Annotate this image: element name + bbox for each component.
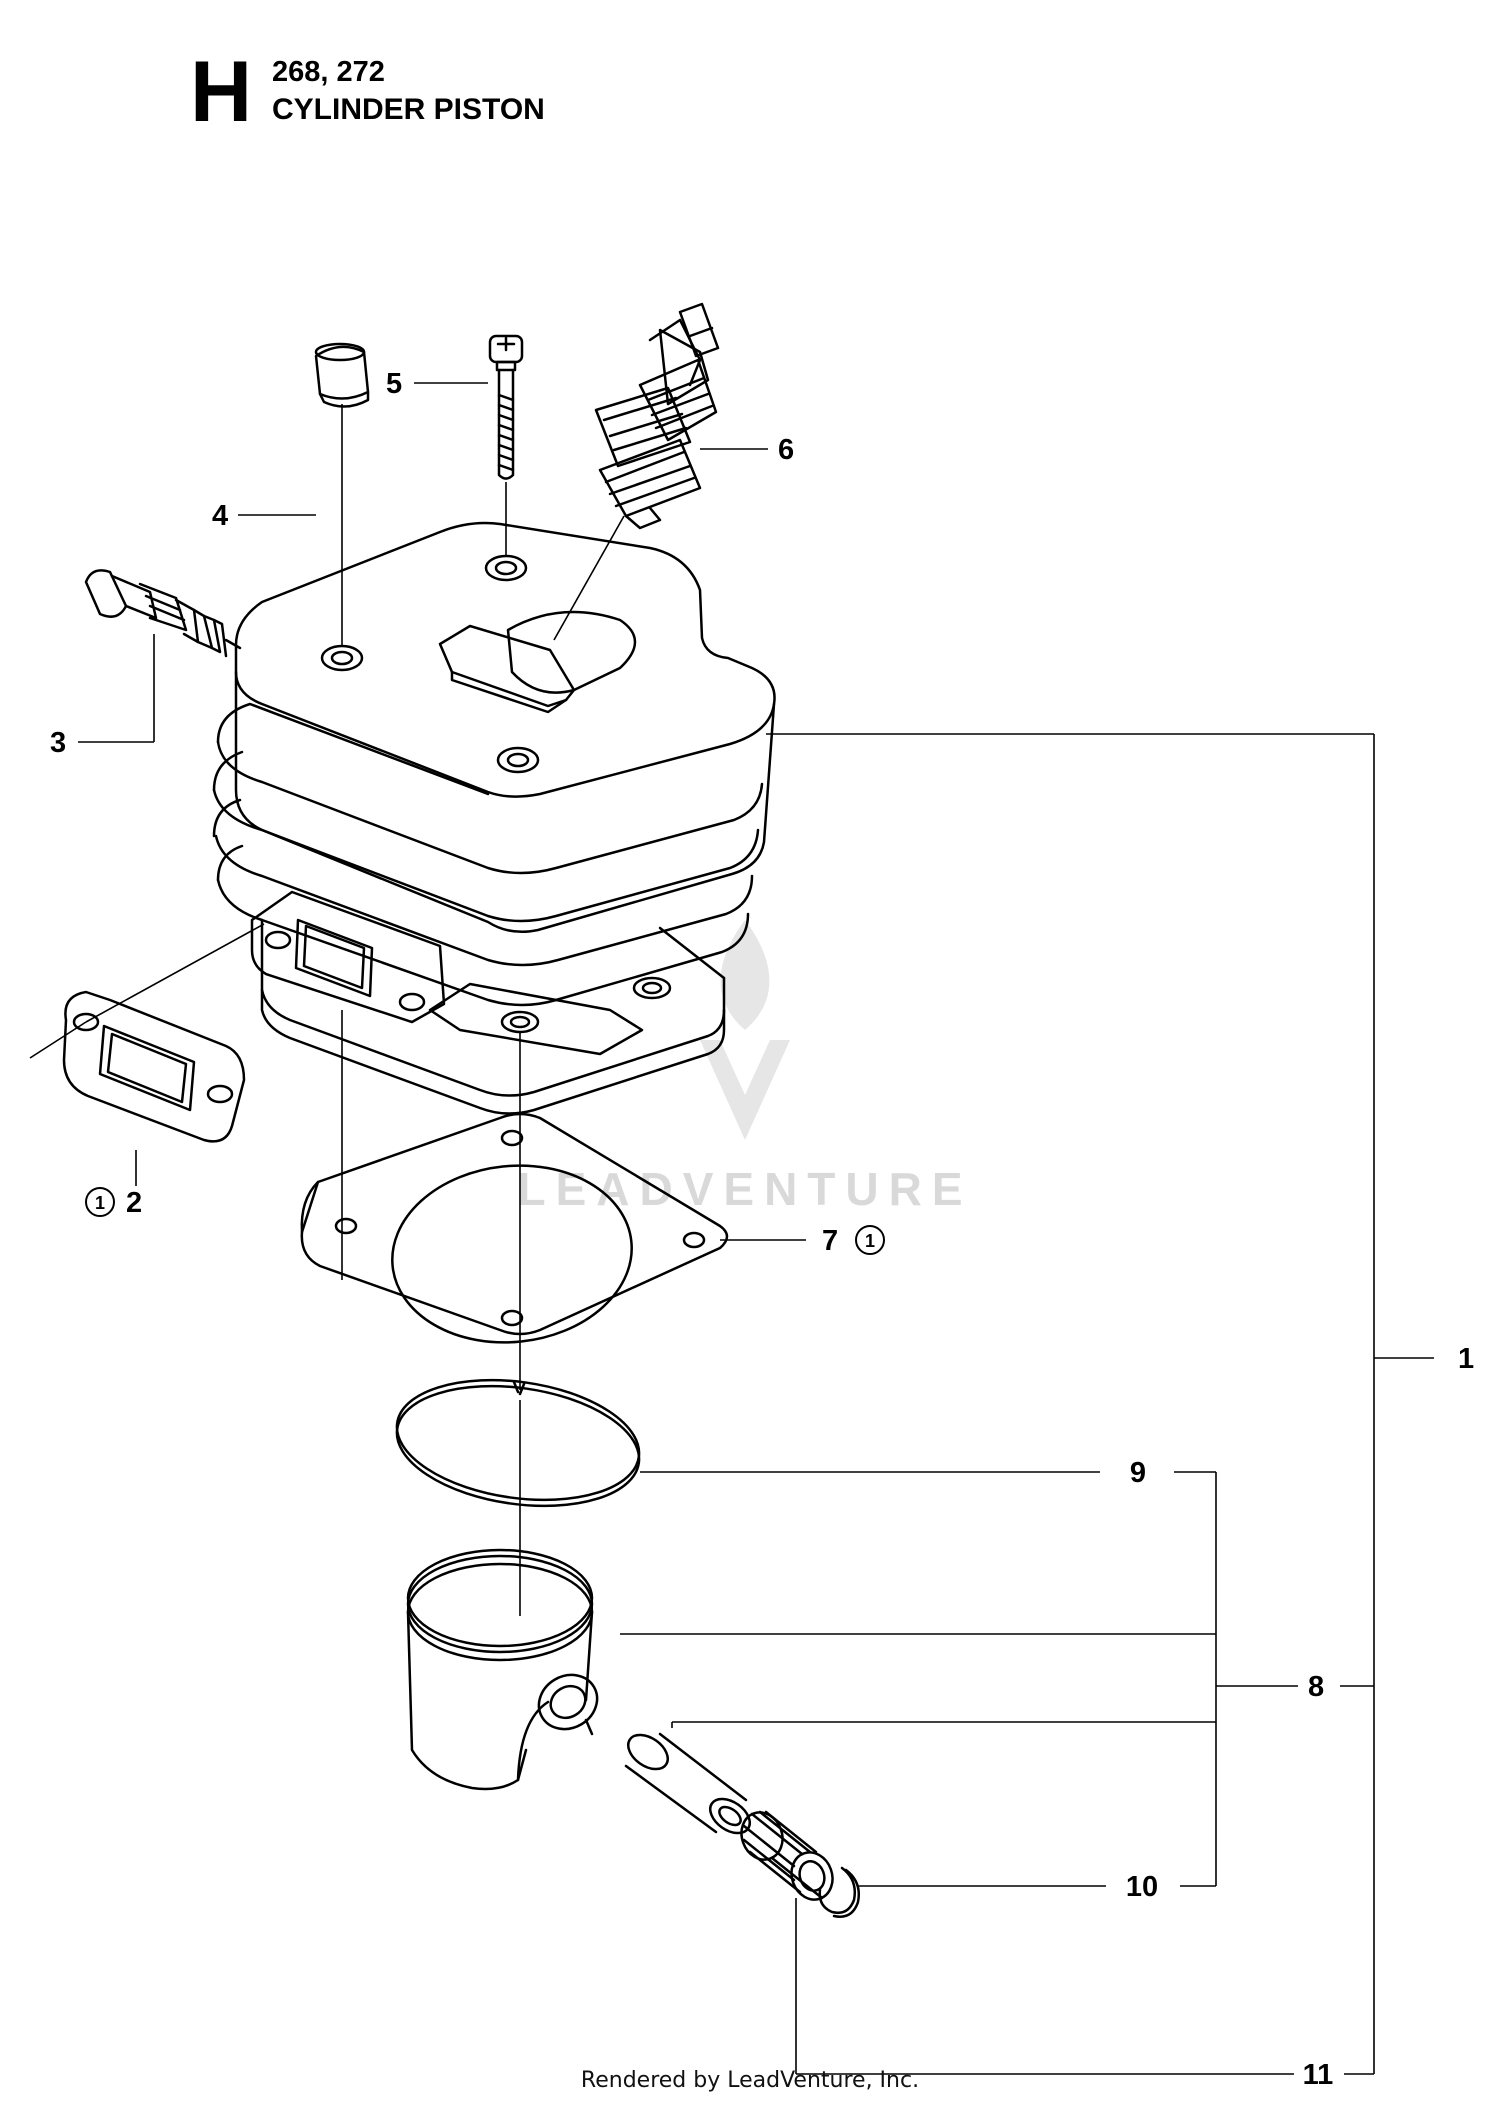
- callout-8[interactable]: 8: [1308, 1671, 1324, 1703]
- part-3-decompression-valve[interactable]: [84, 569, 242, 658]
- watermark-flame-icon: [720, 920, 770, 1030]
- diagram-title: CYLINDER PISTON: [272, 93, 545, 126]
- part-8-piston[interactable]: [406, 1548, 607, 1791]
- callout-2-group[interactable]: 1 2: [85, 1187, 142, 1219]
- part-9-piston-ring[interactable]: [389, 1366, 647, 1521]
- watermark: LEADVENTURE: [517, 920, 972, 1215]
- callout-2: 2: [126, 1187, 142, 1219]
- part-6-spark-plug[interactable]: [594, 302, 720, 530]
- callouts: 1 1 2 3 4 5 6 7 1 8 9 10 11: [50, 368, 1474, 2091]
- note-symbol-2: 1: [95, 1193, 105, 1213]
- part-1-cylinder[interactable]: [212, 521, 776, 1115]
- callout-10[interactable]: 10: [1126, 1871, 1158, 1903]
- watermark-v-icon: [700, 1040, 790, 1140]
- callout-7-group[interactable]: 7 1: [822, 1225, 885, 1257]
- footer-credit: Rendered by LeadVenture, Inc.: [580, 2068, 920, 2093]
- part-8-piston-pin[interactable]: [622, 1728, 756, 1840]
- leader-lines: [29, 382, 1434, 2075]
- part-10-circlip[interactable]: [818, 1866, 860, 1918]
- callout-5[interactable]: 5: [386, 368, 402, 400]
- watermark-text: LEADVENTURE: [517, 1163, 972, 1215]
- part-7-base-gasket[interactable]: [300, 1112, 729, 1354]
- callout-1[interactable]: 1: [1458, 1343, 1474, 1375]
- note-symbol-7: 1: [865, 1231, 875, 1251]
- callout-9[interactable]: 9: [1130, 1457, 1146, 1489]
- model-numbers: 268, 272: [272, 56, 385, 88]
- part-2-exhaust-gasket[interactable]: [62, 990, 246, 1143]
- callout-3[interactable]: 3: [50, 727, 66, 759]
- section-letter: H: [190, 44, 253, 140]
- part-11-needle-bearing[interactable]: [735, 1807, 839, 1906]
- callout-4[interactable]: 4: [212, 500, 228, 532]
- part-4-plug[interactable]: [314, 342, 370, 408]
- callout-7: 7: [822, 1225, 838, 1257]
- part-5-screw[interactable]: [488, 334, 524, 480]
- callout-11[interactable]: 11: [1303, 2059, 1334, 2091]
- callout-6[interactable]: 6: [778, 434, 794, 466]
